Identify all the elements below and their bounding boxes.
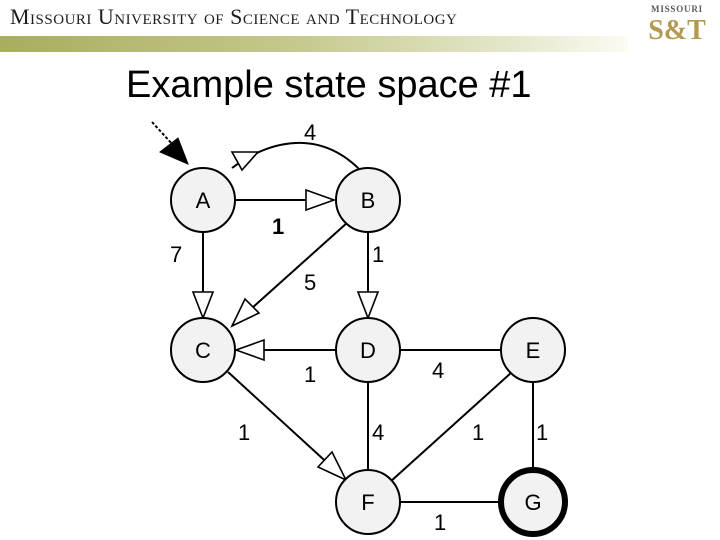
cost-label-B-D: 1 (372, 242, 384, 267)
start-arrow-head (159, 137, 189, 165)
node-A-label: A (196, 188, 211, 213)
cost-label-D-C: 1 (304, 362, 316, 387)
cost-label-D-E: 4 (432, 358, 444, 383)
arrowhead-D-C (233, 338, 265, 362)
cost-label-F-G: 1 (434, 510, 446, 535)
cost-label-C-F: 1 (238, 420, 250, 445)
node-C: C (170, 317, 236, 383)
arrowhead-B-A (230, 151, 260, 172)
header-gradient-bar (0, 36, 628, 52)
logo-main-text: S&T (648, 15, 706, 46)
node-B: B (335, 167, 401, 233)
start-arrow-line (151, 121, 175, 147)
node-A: A (170, 167, 236, 233)
university-logo: MISSOURI S&T (640, 4, 714, 60)
node-G-goal: G (498, 467, 568, 537)
cost-label-A-C: 7 (170, 242, 182, 267)
node-E-label: E (526, 338, 541, 363)
header-banner: Missouri University of Science and Techn… (0, 0, 720, 60)
arrowhead-A-C (191, 291, 215, 321)
node-F-label: F (361, 490, 374, 515)
cost-label-E-G: 1 (536, 420, 548, 445)
arrowhead-A-B (305, 188, 337, 212)
university-name: Missouri University of Science and Techn… (10, 4, 458, 29)
slide-title: Example state space #1 (126, 64, 532, 106)
node-B-label: B (361, 188, 376, 213)
node-D: D (335, 317, 401, 383)
arrowhead-C-F (316, 450, 348, 482)
arrowhead-B-D (356, 291, 380, 321)
cost-label-D-F: 4 (372, 420, 384, 445)
node-E: E (500, 317, 566, 383)
cost-label-B-A: 4 (304, 120, 316, 145)
node-G-label: G (524, 490, 541, 515)
node-D-label: D (360, 338, 376, 363)
cost-label-B-C: 5 (304, 270, 316, 295)
cost-label-A-B: 1 (272, 214, 284, 239)
edge-E-F (389, 371, 513, 483)
node-C-label: C (195, 338, 211, 363)
arrowhead-B-C (230, 297, 261, 328)
cost-label-E-F: 1 (472, 420, 484, 445)
node-F: F (335, 469, 401, 535)
logo-top-text: MISSOURI (651, 4, 703, 14)
